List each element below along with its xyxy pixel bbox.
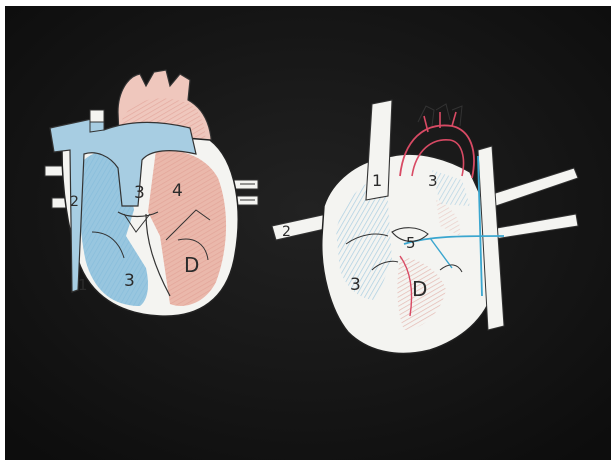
- right-label-1: 1: [372, 171, 382, 190]
- right-label-3b: 3: [428, 172, 438, 190]
- right-label-3a: 3: [350, 275, 361, 295]
- left-label-3a: 3: [134, 183, 145, 203]
- left-label-d: D: [184, 253, 199, 277]
- right-label-5: 5: [406, 234, 416, 252]
- right-label-d: D: [412, 277, 427, 301]
- left-label-3b: 3: [124, 271, 135, 291]
- left-label-4: 4: [172, 181, 183, 201]
- left-label-1: 1: [78, 276, 88, 294]
- left-label-2: 2: [70, 194, 79, 210]
- right-label-2: 2: [282, 224, 291, 240]
